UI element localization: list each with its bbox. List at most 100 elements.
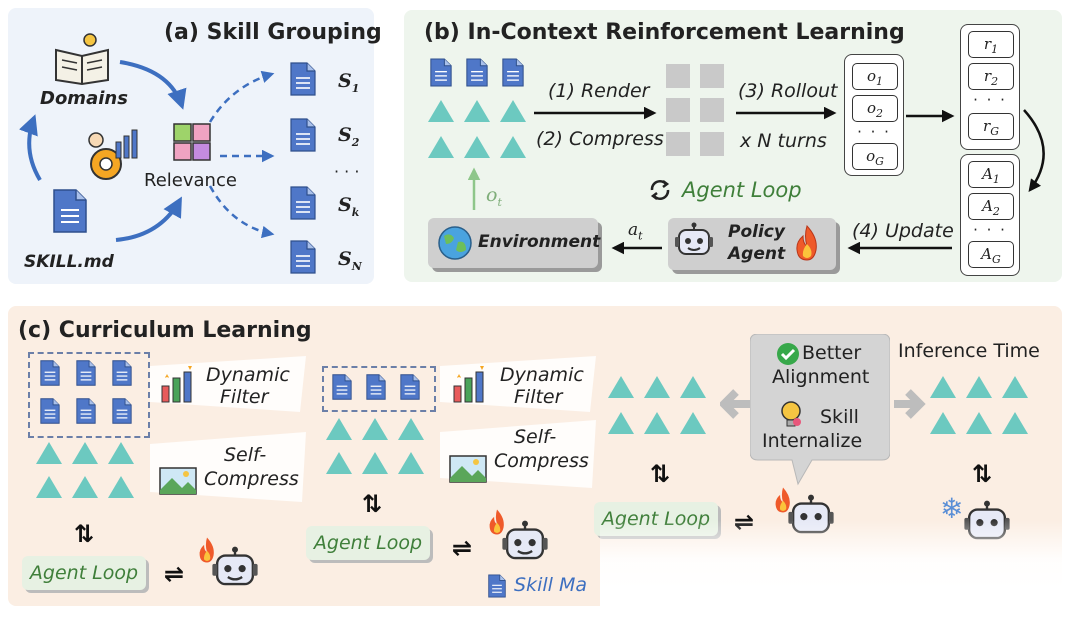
alignment-callout [750, 334, 890, 486]
relevance-label: Relevance [144, 170, 237, 191]
snowflake-icon: ❄ [940, 492, 964, 525]
skill-doc-icon [290, 118, 316, 152]
refresh-icon [650, 180, 670, 200]
rollout-og: oG [852, 143, 898, 170]
doc-icon [40, 360, 60, 386]
triangle-shape [680, 376, 706, 398]
check-icon [777, 343, 799, 365]
skill-label-1: S1 [338, 70, 360, 95]
skill-doc-icon [290, 240, 316, 274]
reward-stack: r1 r2 · · · rG [960, 24, 1020, 150]
doc-icon [332, 374, 352, 400]
fade-overlay [600, 520, 1080, 618]
doc-icon [366, 374, 386, 400]
fire-icon [796, 225, 817, 261]
triangle-shape [326, 418, 352, 440]
rollout-stack: o1 o2 · · · oG [844, 54, 904, 176]
triangle-shape [608, 376, 634, 398]
triangle-shape [464, 136, 490, 158]
panel-c-title: (c) Curriculum Learning [18, 318, 312, 343]
bar-chart-icon [453, 366, 484, 403]
triangle-shape [500, 100, 526, 122]
render-label: (1) Render [548, 80, 650, 102]
advantage-a1: A1 [968, 161, 1014, 188]
advantage-stack: A1 A2 · · · AG [960, 154, 1020, 276]
act-label: at [628, 220, 643, 243]
swap-icon: ⇅ [74, 520, 95, 548]
triangle-shape [72, 442, 98, 464]
doc-icon [112, 360, 132, 386]
turns-label: x N turns [740, 130, 827, 152]
rollout-label: (3) Rollout [738, 80, 838, 102]
triangle-shape [930, 412, 956, 434]
stage2-doc-group [322, 366, 436, 412]
self-compress-2-line1: Self- [514, 426, 557, 448]
triangle-shape [464, 100, 490, 122]
triangle-shape [36, 442, 62, 464]
triangle-shape [362, 418, 388, 440]
obs-label: ot [486, 184, 502, 209]
swap-icon: ⇅ [362, 490, 383, 518]
skill-doc-icon [488, 574, 506, 598]
update-label: (4) Update [852, 220, 954, 242]
lightbulb-icon [781, 401, 801, 427]
gear-chart-icon [88, 129, 138, 180]
doc-icon [112, 398, 132, 424]
exchange-icon: ⇌ [452, 534, 473, 562]
rollout-o1: o1 [852, 63, 898, 90]
triangle-shape [398, 418, 424, 440]
skill-label-2: S2 [338, 124, 360, 149]
advantage-ag: AG [968, 241, 1014, 268]
panel-b-arrows [467, 106, 1045, 255]
advantage-dots: · · · [973, 221, 1007, 239]
triangle-shape [930, 376, 956, 398]
robot-icon [675, 222, 713, 255]
dynamic-filter-2-line1: Dynamic [500, 364, 584, 386]
skill-md-label: SKILL.md [24, 252, 114, 272]
agent-loop-title: Agent Loop [682, 178, 802, 202]
swap-icon: ⇅ [650, 460, 671, 488]
reward-rg: rG [968, 113, 1014, 140]
skill-ma-label: Skill Ma [514, 574, 587, 596]
doc-icon [76, 360, 96, 386]
puzzle-icon [173, 123, 211, 161]
triangle-shape [398, 452, 424, 474]
doc-icon [76, 398, 96, 424]
triangle-shape [36, 476, 62, 498]
agent-loop-box-1: Agent Loop [22, 556, 146, 590]
inference-time-label: Inference Time [898, 340, 1040, 362]
book-icon [55, 33, 109, 86]
doc-icon [430, 58, 452, 87]
triangle-shape [108, 476, 134, 498]
skill-label-k: Sk [338, 194, 360, 219]
triangle-shape [326, 452, 352, 474]
skill-dots: · · · [334, 162, 360, 181]
doc-icon [502, 58, 524, 87]
self-compress-2-line2: Compress [494, 450, 589, 472]
triangle-shape [72, 476, 98, 498]
image-compress-icon [449, 455, 487, 483]
triangle-shape [680, 412, 706, 434]
triangle-shape [500, 136, 526, 158]
triangle-shape [108, 442, 134, 464]
triangle-shape [608, 412, 634, 434]
image-compress-icon [159, 467, 197, 495]
dynamic-filter-1-line2: Filter [220, 386, 269, 408]
triangle-shape [428, 136, 454, 158]
bar-chart-icon [161, 366, 192, 403]
fire-icon [489, 509, 504, 535]
globe-icon [438, 226, 472, 260]
triangle-shape [966, 376, 992, 398]
policy-label-1: Policy [728, 222, 785, 242]
robot-icon [212, 546, 258, 586]
triangle-shape [1002, 376, 1028, 398]
doc-icon [40, 398, 60, 424]
rollout-dots: · · · [857, 123, 891, 141]
self-compress-1-line2: Compress [204, 468, 299, 490]
dynamic-filter-2-line2: Filter [514, 386, 563, 408]
reward-r1: r1 [968, 31, 1014, 58]
panel-a-arrows [19, 60, 275, 242]
triangle-shape [644, 412, 670, 434]
triangle-shape [1002, 412, 1028, 434]
domains-label: Domains [40, 88, 128, 109]
